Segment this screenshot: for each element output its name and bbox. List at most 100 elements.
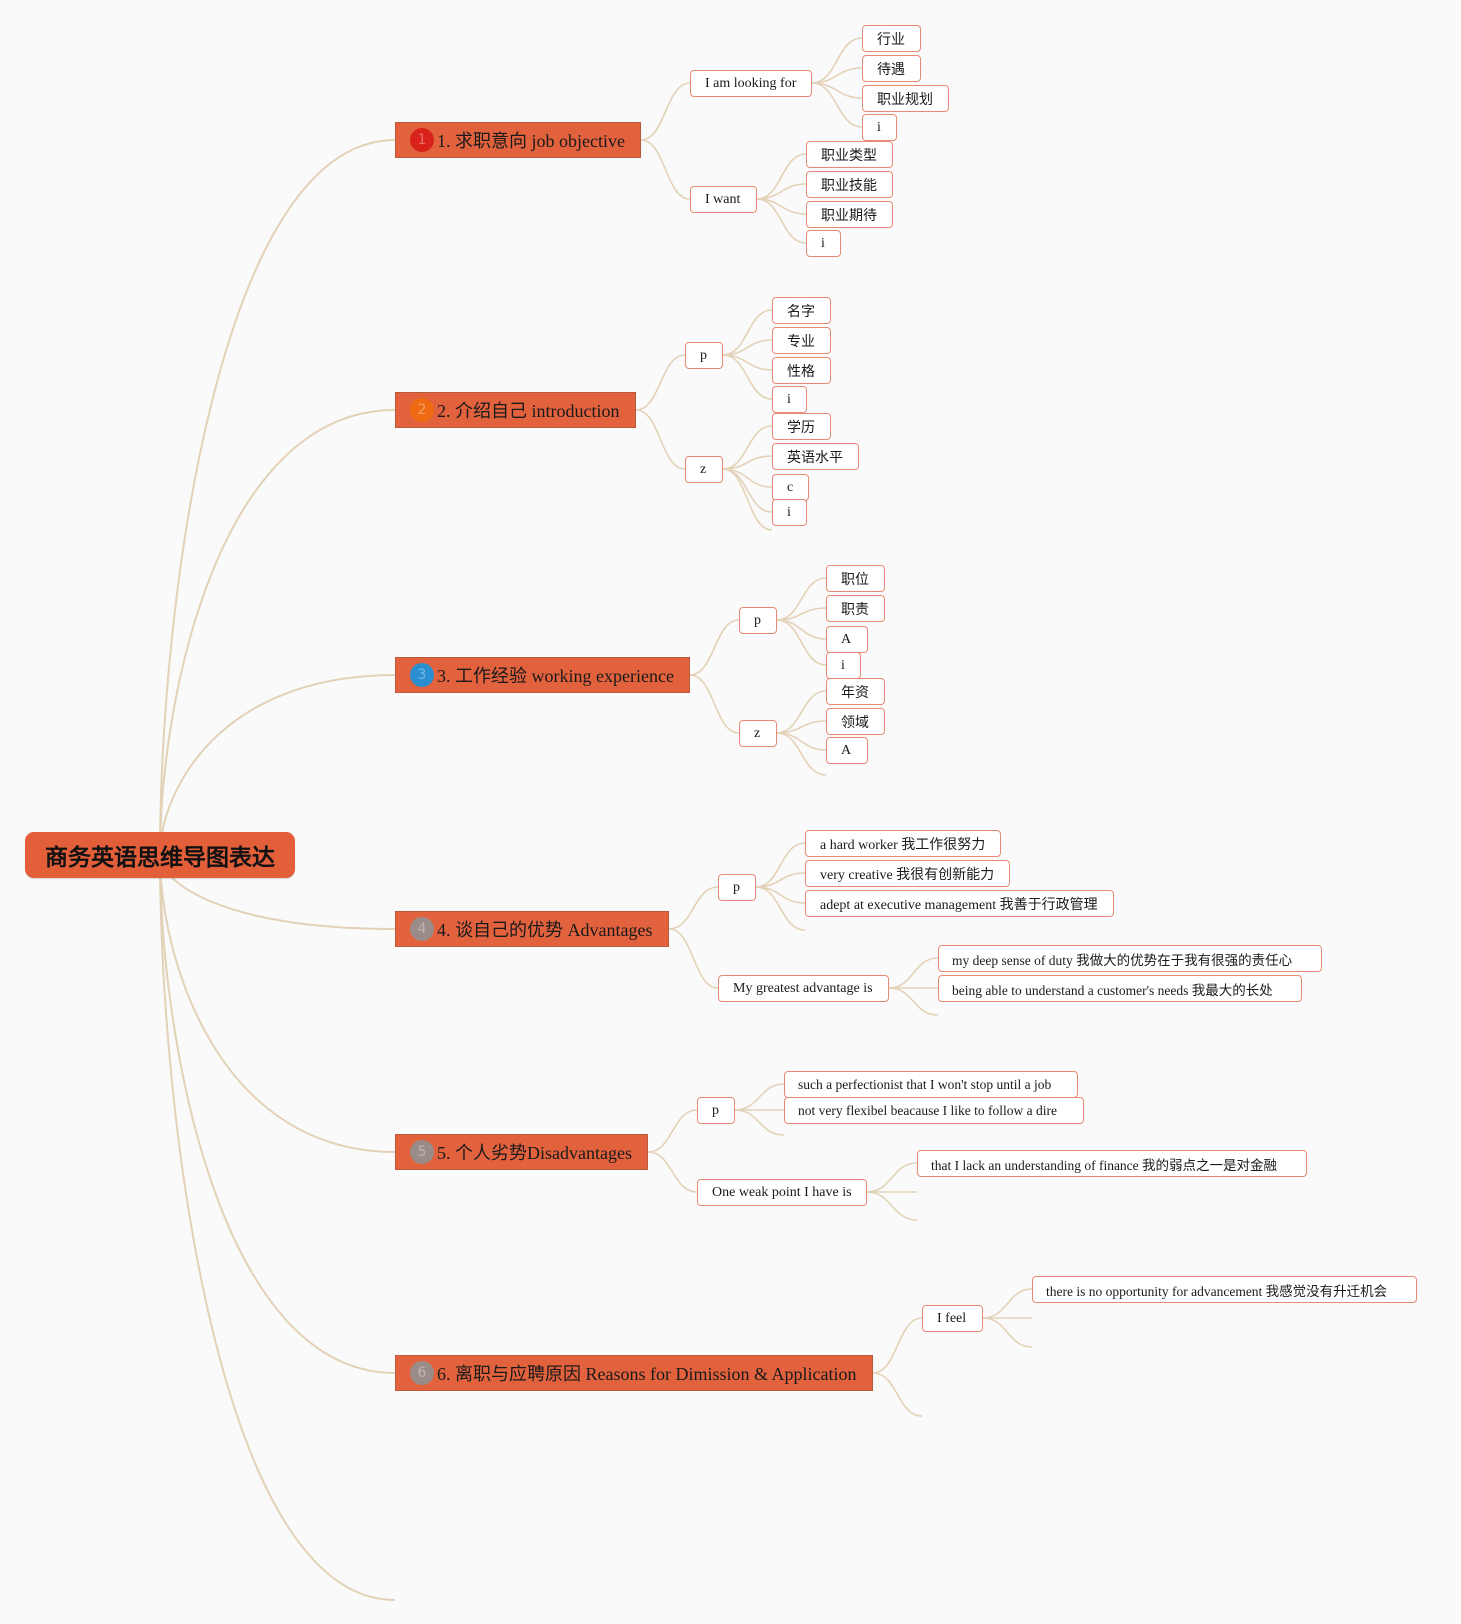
connector-line: [756, 153, 807, 200]
connector-line: [722, 468, 773, 513]
leaf-lack-finance[interactable]: that I lack an understanding of finance …: [917, 1150, 1307, 1177]
leaf-lingyu[interactable]: 领域: [826, 708, 885, 735]
subtopic-p[interactable]: p: [718, 874, 756, 901]
leaf-zhiwei[interactable]: 职位: [826, 565, 885, 592]
priority-4-icon: 4: [410, 917, 434, 941]
leaf-adept-management[interactable]: adept at executive management 我善于行政管理: [805, 890, 1114, 917]
connector-line: [689, 674, 740, 734]
connector-line: [159, 854, 396, 1153]
leaf-perfectionist[interactable]: such a perfectionist that I won't stop u…: [784, 1071, 1078, 1098]
connector-line: [647, 1151, 698, 1193]
subtopic-i-want[interactable]: I want: [690, 186, 757, 213]
leaf-i[interactable]: i: [772, 499, 807, 526]
leaf-daiyu[interactable]: 待遇: [862, 55, 921, 82]
subtopic-greatest-advantage[interactable]: My greatest advantage is: [718, 975, 889, 1002]
priority-1-icon: 1: [410, 128, 434, 152]
branch-label: 1. 求职意向 job objective: [437, 131, 625, 151]
connector-line: [159, 139, 396, 856]
connector-line: [888, 987, 939, 1016]
subtopic-z[interactable]: z: [739, 720, 777, 747]
connector-line: [872, 1372, 923, 1417]
priority-5-icon: 5: [410, 1140, 434, 1164]
connector-line: [776, 577, 827, 621]
connector-line: [635, 409, 686, 470]
subtopic-p[interactable]: p: [697, 1097, 735, 1124]
branch-reasons-dimission[interactable]: 6 6. 离职与应聘原因 Reasons for Dimission & App…: [395, 1355, 873, 1391]
leaf-hangye[interactable]: 行业: [862, 25, 921, 52]
connector-line: [734, 1109, 785, 1136]
subtopic-weak-point[interactable]: One weak point I have is: [697, 1179, 867, 1206]
connector-line: [982, 1288, 1033, 1319]
connector-line: [811, 37, 863, 84]
connector-line: [756, 198, 807, 244]
leaf-nianzi[interactable]: 年资: [826, 678, 885, 705]
branch-advantages[interactable]: 4 4. 谈自己的优势 Advantages: [395, 911, 669, 947]
connector-line: [776, 732, 827, 776]
connector-line: [755, 886, 806, 931]
connector-line: [866, 1191, 918, 1221]
connector-line: [640, 82, 691, 141]
leaf-zhize[interactable]: 职责: [826, 595, 885, 622]
branch-label: 2. 介绍自己 introduction: [437, 401, 620, 421]
connector-line: [776, 619, 827, 666]
branch-disadvantages[interactable]: 5 5. 个人劣势Disadvantages: [395, 1134, 648, 1170]
leaf-sense-of-duty[interactable]: my deep sense of duty 我做大的优势在于我有很强的责任心: [938, 945, 1322, 972]
leaf-xueli[interactable]: 学历: [772, 413, 831, 440]
connector-line: [722, 309, 773, 356]
leaf-c[interactable]: c: [772, 474, 809, 501]
connector-line: [776, 619, 827, 640]
connector-line: [776, 732, 827, 751]
branch-working-experience[interactable]: 3 3. 工作经验 working experience: [395, 657, 690, 693]
connector-line: [872, 1317, 923, 1374]
connector-line: [755, 886, 806, 904]
connector-line: [668, 928, 719, 989]
leaf-a[interactable]: A: [826, 626, 868, 653]
leaf-i[interactable]: i: [826, 652, 861, 679]
connector-line: [689, 619, 740, 676]
root-topic[interactable]: 商务英语思维导图表达: [25, 832, 295, 878]
leaf-i[interactable]: i: [862, 114, 897, 141]
leaf-zhiye-leixing[interactable]: 职业类型: [806, 141, 893, 168]
connector-line: [159, 854, 396, 1601]
leaf-zhuanye[interactable]: 专业: [772, 327, 831, 354]
leaf-hard-worker[interactable]: a hard worker 我工作很努力: [805, 830, 1001, 857]
connector-line: [722, 468, 773, 531]
leaf-very-creative[interactable]: very creative 我很有创新能力: [805, 860, 1010, 887]
leaf-yingyu-shuiping[interactable]: 英语水平: [772, 443, 859, 470]
connector-line: [647, 1109, 698, 1153]
leaf-i[interactable]: i: [806, 230, 841, 257]
subtopic-i-feel[interactable]: I feel: [922, 1305, 983, 1332]
leaf-zhiye-jineng[interactable]: 职业技能: [806, 171, 893, 198]
leaf-a[interactable]: A: [826, 737, 868, 764]
branch-label: 5. 个人劣势Disadvantages: [437, 1143, 632, 1163]
subtopic-z[interactable]: z: [685, 456, 723, 483]
connector-line: [811, 82, 863, 128]
leaf-zhiye-qidai[interactable]: 职业期待: [806, 201, 893, 228]
connector-line: [722, 354, 773, 400]
priority-3-icon: 3: [410, 663, 434, 687]
connector-line: [159, 854, 396, 1374]
subtopic-i-am-looking-for[interactable]: I am looking for: [690, 70, 812, 97]
connector-line: [159, 409, 396, 856]
connector-line: [776, 690, 827, 734]
leaf-xingge[interactable]: 性格: [772, 357, 831, 384]
connector-line: [755, 842, 806, 888]
connector-line: [668, 886, 719, 930]
connector-line: [635, 354, 686, 411]
branch-label: 4. 谈自己的优势 Advantages: [437, 920, 653, 940]
priority-2-icon: 2: [410, 398, 434, 422]
leaf-mingzi[interactable]: 名字: [772, 297, 831, 324]
subtopic-p[interactable]: p: [685, 342, 723, 369]
branch-introduction[interactable]: 2 2. 介绍自己 introduction: [395, 392, 636, 428]
subtopic-p[interactable]: p: [739, 607, 777, 634]
leaf-no-opportunity[interactable]: there is no opportunity for advancement …: [1032, 1276, 1417, 1303]
connector-line: [640, 139, 691, 200]
leaf-customer-needs[interactable]: being able to understand a customer's ne…: [938, 975, 1302, 1002]
connector-line: [734, 1083, 785, 1111]
leaf-not-flexibel[interactable]: not very flexibel beacause I like to fol…: [784, 1097, 1084, 1124]
branch-job-objective[interactable]: 1 1. 求职意向 job objective: [395, 122, 641, 158]
leaf-i[interactable]: i: [772, 386, 807, 413]
branch-label: 6. 离职与应聘原因 Reasons for Dimission & Appli…: [437, 1364, 857, 1384]
leaf-zhiye-guihua[interactable]: 职业规划: [862, 85, 949, 112]
